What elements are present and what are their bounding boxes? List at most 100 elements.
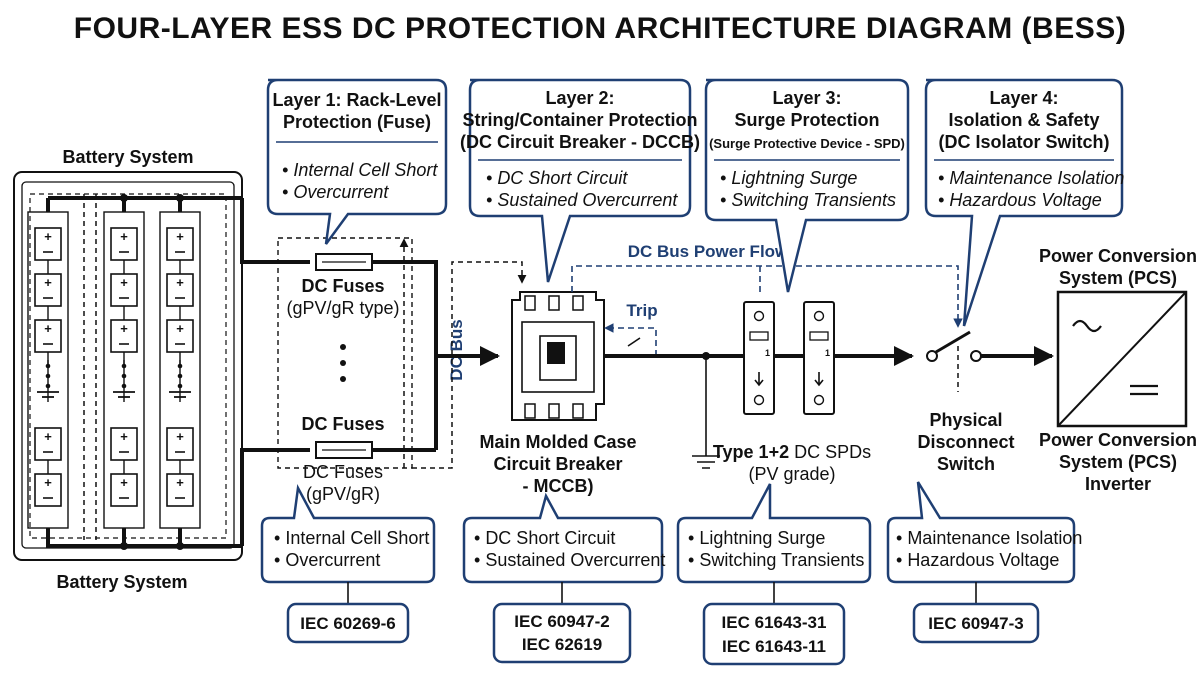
spd-label: Type 1+2 DC SPDs (713, 442, 871, 462)
battery-cell-icon (34, 319, 62, 353)
fuse-bottom-sub: (gPV/gR) (306, 484, 380, 504)
layer-3-item-2: • Switching Transients (720, 190, 896, 210)
dc-bus-power-flow-label: DC Bus Power Flow (628, 242, 789, 261)
layer-3-heading-3: (Surge Protective Device - SPD) (709, 136, 905, 151)
svg-text:+: + (176, 429, 184, 444)
layer-3-heading-2: Surge Protection (734, 110, 879, 130)
battery-cell-icon (34, 427, 62, 461)
layer-1-heading-1: Layer 1: Rack-Level (272, 90, 441, 110)
battery-cell-icon (166, 227, 194, 261)
layer-2-heading-3: (DC Circuit Breaker - DCCB) (460, 132, 700, 152)
svg-text:+: + (120, 275, 128, 290)
battery-cell-icon (166, 273, 194, 307)
svg-text:+: + (176, 321, 184, 336)
battery-cell-icon (34, 273, 62, 307)
layer-4-heading-3: (DC Isolator Switch) (938, 132, 1109, 152)
svg-text:+: + (176, 475, 184, 490)
bottom-2-item-1: • DC Short Circuit (474, 528, 615, 548)
svg-text:+: + (120, 429, 128, 444)
pcs-inverter-icon (1056, 290, 1188, 428)
standard-iec-62619: IEC 62619 (522, 635, 602, 654)
svg-text:1: 1 (825, 348, 830, 358)
dc-bus-label: DC Bus (447, 319, 466, 380)
pcs-bottom-line-3: Inverter (1085, 474, 1151, 494)
layer-1-item-1: • Internal Cell Short (282, 160, 438, 180)
battery-system-label-bottom: Battery System (56, 572, 187, 592)
mccb-label-line-2: Circuit Breaker (493, 454, 622, 474)
ac-symbol-icon (1072, 319, 1102, 333)
pcs-bottom-line-1: Power Conversion (1039, 430, 1197, 450)
switch-label-line-1: Physical (929, 410, 1002, 430)
svg-text:+: + (44, 275, 52, 290)
standard-iec-60947-3: IEC 60947-3 (928, 614, 1023, 633)
battery-rack-1: + + + + + (34, 227, 62, 507)
svg-text:+: + (44, 229, 52, 244)
standard-iec-60947-2: IEC 60947-2 (514, 612, 609, 631)
mccb-label-line-3: - MCCB) (523, 476, 594, 496)
fuse-bottom-label: DC Fuses (303, 462, 383, 482)
svg-text:+: + (176, 229, 184, 244)
svg-text:+: + (120, 229, 128, 244)
dc-fuse-bank: DC Fuses (gPV/gR type) DC Fuses DC Fuses… (277, 237, 438, 504)
layer-4-heading-2: Isolation & Safety (948, 110, 1099, 130)
layer-1-callout: Layer 1: Rack-Level Protection (Fuse) • … (266, 78, 448, 245)
svg-text:+: + (44, 475, 52, 490)
layer-2-item-2: • Sustained Overcurrent (486, 190, 678, 210)
battery-cell-icon (110, 227, 138, 261)
switch-label-line-2: Disconnect (917, 432, 1014, 452)
layer-2-heading-2: String/Container Protection (462, 110, 697, 130)
bottom-1-item-2: • Overcurrent (274, 550, 380, 570)
diagram-title: FOUR-LAYER ESS DC PROTECTION ARCHITECTUR… (74, 12, 1126, 45)
layer-1-heading-2: Protection (Fuse) (283, 112, 431, 132)
svg-text:+: + (120, 475, 128, 490)
standard-iec-61643-11: IEC 61643-11 (722, 637, 826, 656)
bottom-1-item-1: • Internal Cell Short (274, 528, 429, 548)
standard-iec-61643-31: IEC 61643-31 (722, 613, 827, 632)
svg-text:+: + (44, 429, 52, 444)
layer-4-heading-1: Layer 4: (989, 88, 1058, 108)
pcs-top-line-2: System (PCS) (1059, 268, 1177, 288)
bottom-callout-2: • DC Short Circuit • Sustained Overcurre… (462, 492, 665, 664)
bottom-4-item-1: • Maintenance Isolation (896, 528, 1082, 548)
layer-4-item-1: • Maintenance Isolation (938, 168, 1124, 188)
bottom-3-item-1: • Lightning Surge (688, 528, 825, 548)
layer-3-item-1: • Lightning Surge (720, 168, 857, 188)
layer-1-item-2: • Overcurrent (282, 182, 389, 202)
layer-4-callout: Layer 4: Isolation & Safety (DC Isolator… (924, 78, 1124, 327)
bottom-4-item-2: • Hazardous Voltage (896, 550, 1059, 570)
trip-label: Trip (626, 301, 657, 320)
fuse-top-label: DC Fuses (301, 276, 384, 296)
svg-text:+: + (44, 321, 52, 336)
svg-text:+: + (120, 321, 128, 336)
fuse-top-sub: (gPV/gR type) (286, 298, 399, 318)
battery-rack-3: + + + + + (166, 227, 194, 507)
spd-module-1-icon: 1 (743, 301, 775, 415)
dc-symbol-icon (1130, 384, 1158, 396)
bottom-2-item-2: • Sustained Overcurrent (474, 550, 665, 570)
battery-rack-2: + + + + + (110, 227, 138, 507)
standard-iec-60269-6: IEC 60269-6 (300, 614, 395, 633)
svg-text:1: 1 (765, 348, 770, 358)
layer-3-callout: Layer 3: Surge Protection (Surge Protect… (704, 78, 910, 293)
battery-system: Battery System +++++ +++++ +++++ Battery… (13, 147, 243, 592)
svg-text:+: + (176, 275, 184, 290)
layer-2-item-1: • DC Short Circuit (486, 168, 628, 188)
bottom-callout-3: • Lightning Surge • Switching Transients… (676, 483, 872, 666)
bottom-3-item-2: • Switching Transients (688, 550, 864, 570)
bottom-callout-4: • Maintenance Isolation • Hazardous Volt… (886, 481, 1082, 644)
pcs-bottom-line-2: System (PCS) (1059, 452, 1177, 472)
layer-2-callout: Layer 2: String/Container Protection (DC… (460, 78, 700, 283)
layer-3-heading-1: Layer 3: (772, 88, 841, 108)
main-mccb-icon (511, 291, 605, 421)
disconnect-switch-icon (926, 330, 982, 392)
fuse-mid-label: DC Fuses (301, 414, 384, 434)
battery-cell-icon (110, 473, 138, 507)
battery-cell-icon (166, 473, 194, 507)
mccb-label-line-1: Main Molded Case (479, 432, 636, 452)
spd-module-2-icon: 1 (803, 301, 835, 415)
pcs-top-line-1: Power Conversion (1039, 246, 1197, 266)
switch-label-line-3: Switch (937, 454, 995, 474)
layer-2-heading-1: Layer 2: (545, 88, 614, 108)
bottom-callout-1: • Internal Cell Short • Overcurrent IEC … (260, 483, 436, 644)
